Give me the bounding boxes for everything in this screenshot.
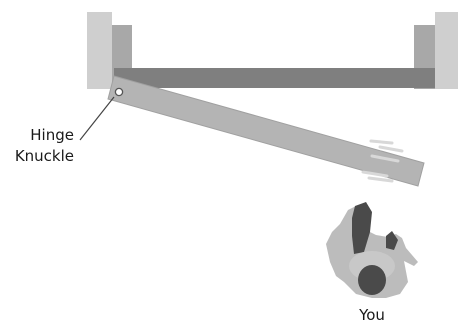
left-jamb-outer [87,12,112,89]
hinge-label-line2: Knuckle [15,147,74,165]
you-label: You [358,306,385,324]
door-motion-lines [361,139,404,183]
hinge-label-line1: Hinge [30,126,74,144]
door-header-bar [114,68,435,88]
person-head [358,265,386,295]
hinge-leader-line [79,96,115,141]
person-icon [326,202,418,298]
person-right-hand [386,231,398,250]
hinge-knuckle-icon [114,87,124,97]
person-left-arm [352,202,372,254]
right-jamb-outer [435,12,458,89]
door-panel [107,75,425,187]
